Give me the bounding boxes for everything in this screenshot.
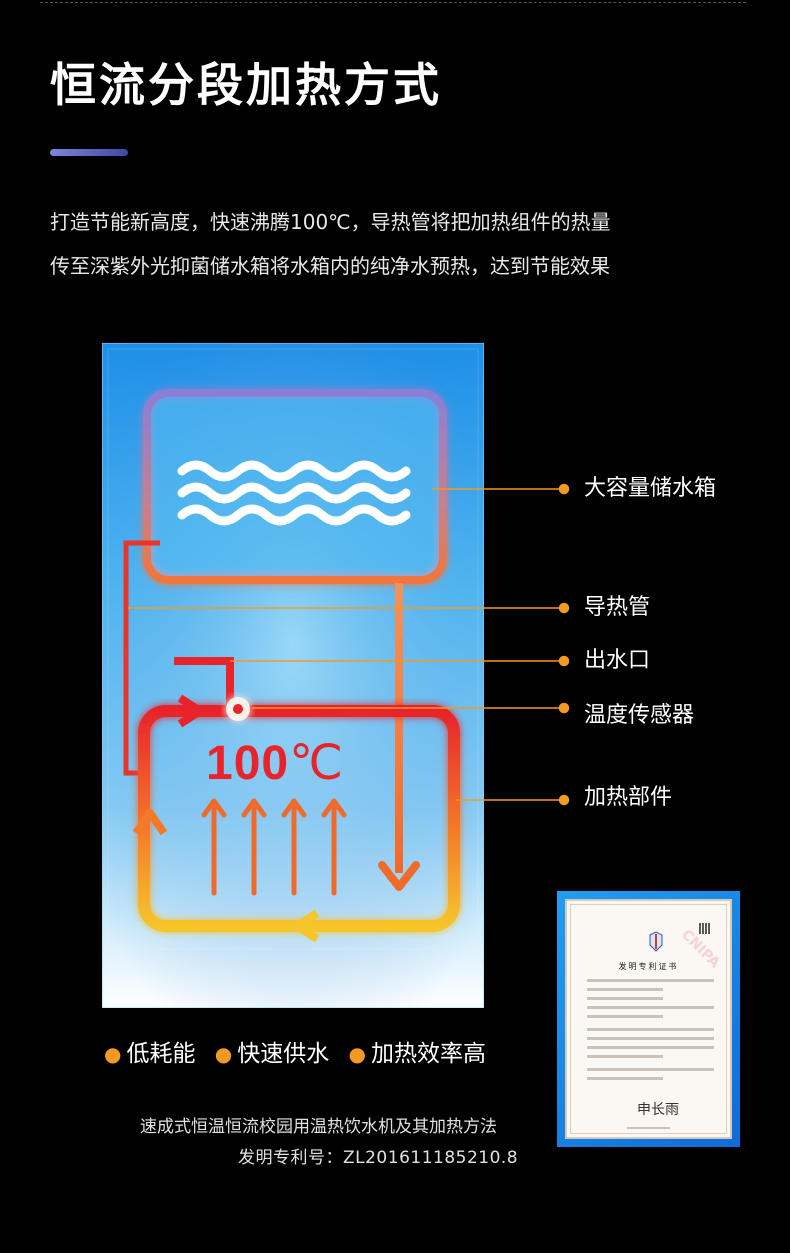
bullet-icon: ● [104,1042,122,1066]
heating-diagram: 100℃ [102,343,484,1008]
patent-certificate: 发明专利证书 CNIPA 申长雨 [557,891,740,1147]
heating-diagram-graphic [102,343,484,1008]
certificate-text-lines [587,979,714,1086]
page-title: 恒流分段加热方式 [50,58,442,112]
water-waves-icon [177,460,411,526]
temperature-unit: ℃ [289,737,344,790]
title-underline [50,149,128,156]
callout-heat-pipe: 导热管 [584,595,651,620]
heater-loop [132,694,460,943]
callout-heating-element: 加热部件 [584,785,673,810]
callout-temperature-sensor: 温度传感器 [584,703,695,728]
bullet-icon: ● [348,1042,366,1066]
callout-water-outlet: 出水口 [584,648,651,673]
feature-item: ●低耗能 [104,1041,196,1067]
feature-list: ●低耗能 ●快速供水 ●加热效率高 [104,1034,498,1068]
callout-storage-tank: 大容量储水箱 [584,476,717,501]
intro-line-2: 传至深紫外光抑菌储水箱将水箱内的纯净水预热，达到节能效果 [50,254,610,278]
heat-arrows-icon [201,798,347,896]
temperature-sensor [226,697,250,721]
patent-office-logo-icon [649,931,663,952]
certificate-paper: 发明专利证书 CNIPA 申长雨 [565,899,732,1139]
qr-code-icon [699,923,710,934]
bullet-icon: ● [214,1042,233,1066]
feature-item: ●快速供水 [214,1041,330,1067]
intro-line-1: 打造节能新高度，快速沸腾100℃，导热管将把加热组件的热量 [50,210,611,234]
temperature-label: 100℃ [206,735,344,791]
certificate-title: 发明专利证书 [618,962,679,971]
intro-text: 打造节能新高度，快速沸腾100℃，导热管将把加热组件的热量 传至深紫外光抑菌储水… [50,200,611,288]
patent-name: 速成式恒温恒流校园用温热饮水机及其加热方法 [140,1117,497,1137]
feature-item: ●加热效率高 [348,1041,486,1067]
patent-number: 发明专利号：ZL201611185210.8 [238,1148,519,1168]
heat-pipe [123,540,160,776]
down-pipe [378,583,420,891]
top-dashed-divider [40,2,746,3]
temperature-value: 100 [206,737,290,790]
storage-tank [143,389,447,584]
certificate-signature: 申长雨 [637,1102,679,1118]
